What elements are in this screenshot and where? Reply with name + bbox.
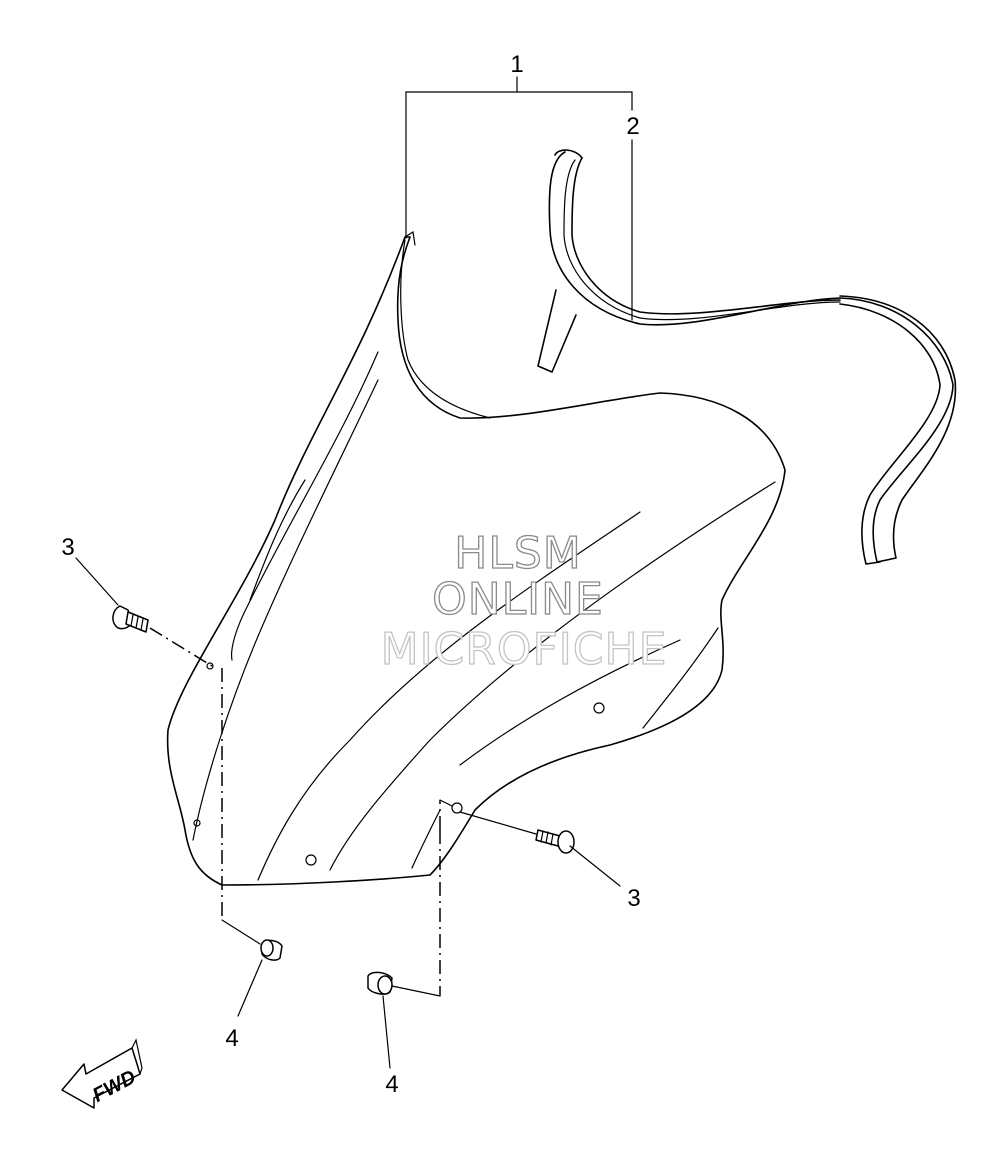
screw-left-thread-1 bbox=[130, 614, 134, 627]
screw-right-thread-1 bbox=[540, 830, 544, 843]
trim-right-inner bbox=[839, 303, 941, 565]
windshield-center-rib-3 bbox=[459, 639, 681, 766]
assembly-bracket bbox=[405, 76, 633, 321]
trim-inner-groove bbox=[563, 159, 841, 321]
forward-direction-badge: FWD bbox=[61, 1038, 143, 1109]
callout-2: 2 bbox=[626, 113, 639, 140]
trim-top-cap bbox=[554, 149, 583, 159]
nut-left-axis-bend bbox=[221, 919, 261, 945]
trim-outer bbox=[548, 151, 957, 563]
nut-right-face bbox=[377, 975, 393, 995]
screw-left bbox=[75, 557, 213, 667]
windshield-left-rib-1 bbox=[230, 351, 379, 661]
nut-right-axis-bend bbox=[391, 985, 441, 997]
screw-right-thread-3 bbox=[550, 833, 554, 846]
windshield bbox=[166, 231, 786, 886]
callout-3-left-leader bbox=[75, 557, 119, 606]
nut-left bbox=[221, 668, 283, 1017]
watermark-line-2: ONLINE bbox=[432, 574, 604, 625]
windshield-top-edge bbox=[400, 239, 491, 419]
windshield-center-rib-2 bbox=[329, 481, 776, 871]
callout-3-right: 3 bbox=[627, 885, 640, 912]
screw-right-head bbox=[557, 830, 575, 854]
callout-4-right: 4 bbox=[385, 1071, 398, 1098]
mount-hole-center-right bbox=[593, 702, 605, 714]
screw-right-thread-2 bbox=[545, 831, 549, 844]
callout-4-left-leader bbox=[237, 959, 263, 1017]
nut-right-axis-top bbox=[439, 799, 453, 807]
mount-hole-left-lower bbox=[193, 819, 201, 827]
trim-inner bbox=[571, 157, 841, 315]
callout-3-left: 3 bbox=[61, 534, 74, 561]
windshield-left-edge-fold bbox=[249, 479, 306, 601]
screw-right-axis bbox=[459, 811, 537, 835]
windshield-lower-fold bbox=[411, 809, 441, 869]
screw-left-axis bbox=[149, 627, 213, 667]
forward-arrow-depth bbox=[131, 1038, 143, 1075]
callout-4-right-leader bbox=[382, 995, 391, 1069]
watermark-line-1: HLSM bbox=[454, 528, 582, 579]
mount-hole-center-low bbox=[305, 854, 317, 866]
nut-right bbox=[367, 799, 453, 1069]
windshield-left-rib-2 bbox=[192, 379, 379, 841]
windshield-right-rib bbox=[642, 627, 719, 729]
windshield-outline bbox=[166, 236, 786, 886]
windshield-top-tab bbox=[404, 231, 416, 246]
mount-hole-right bbox=[451, 802, 463, 814]
windshield-center-rib-1 bbox=[257, 511, 641, 881]
watermark-line-3: MICROFICHE bbox=[381, 624, 668, 675]
forward-arrow-icon bbox=[61, 1047, 141, 1109]
screw-left-thread-2 bbox=[135, 616, 139, 629]
nut-left-face bbox=[260, 939, 274, 957]
windshield-trim-strip bbox=[537, 149, 957, 565]
callout-1: 1 bbox=[510, 51, 523, 78]
trim-left-tail bbox=[537, 289, 577, 373]
callout-4-left: 4 bbox=[225, 1025, 238, 1052]
screw-left-thread-3 bbox=[140, 618, 144, 631]
callout-3-right-leader bbox=[569, 845, 621, 887]
screw-right bbox=[459, 811, 621, 887]
mount-hole-left-upper bbox=[206, 662, 214, 670]
